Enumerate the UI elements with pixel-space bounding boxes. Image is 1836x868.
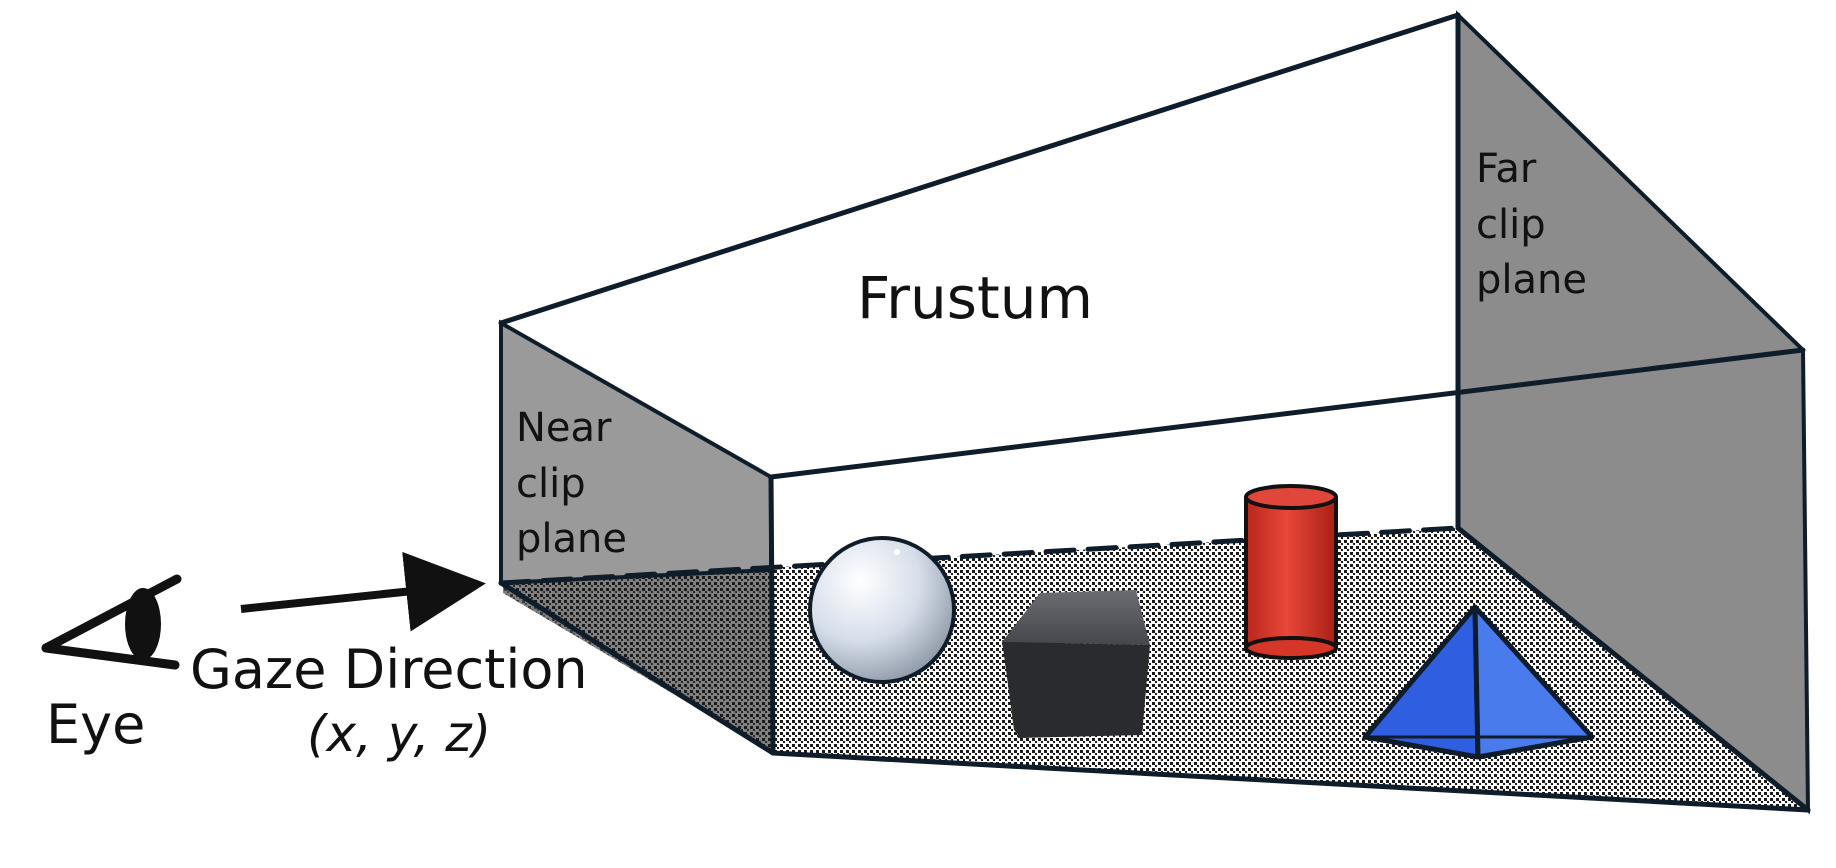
cube-object xyxy=(1002,590,1150,738)
near-plane-label: Near clip plane xyxy=(516,405,627,562)
frustum-label: Frustum xyxy=(857,264,1093,332)
gaze-vector-label: (x, y, z) xyxy=(307,705,491,763)
far-plane-label: Far clip plane xyxy=(1476,146,1587,303)
near-floor-shade xyxy=(503,570,773,753)
sphere-object xyxy=(808,536,956,684)
cylinder-object xyxy=(1244,484,1338,660)
gaze-direction-label: Gaze Direction xyxy=(190,638,588,701)
pyramid-object xyxy=(1362,604,1595,760)
eye-label: Eye xyxy=(46,693,145,756)
eye-icon xyxy=(41,574,182,670)
gaze-arrow xyxy=(240,551,486,632)
